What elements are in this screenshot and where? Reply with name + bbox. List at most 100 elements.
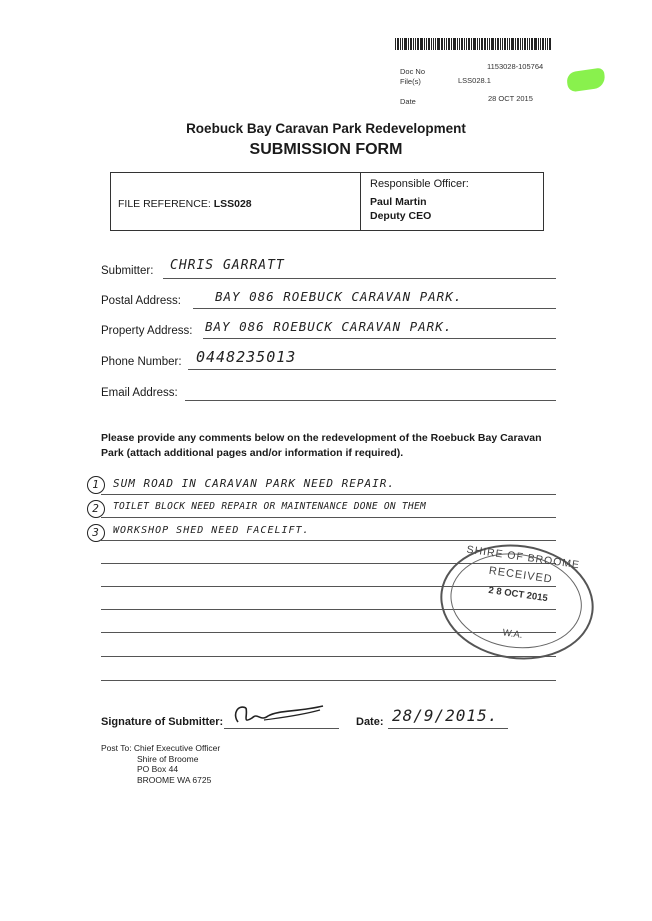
barcode-bar (497, 38, 499, 50)
file-ref-value: LSS028 (213, 198, 252, 210)
barcode-bar (466, 38, 467, 50)
barcode-bar (417, 38, 419, 50)
officer-label: Responsible Officer: (370, 178, 469, 190)
barcode-bar (495, 38, 496, 50)
comment-line (101, 586, 556, 587)
date-field-label: Date: (356, 716, 384, 728)
file-ref-label: FILE REFERENCE: (118, 198, 211, 210)
barcode-bar (481, 38, 483, 50)
files-value: LSS028.1 (458, 76, 491, 85)
barcode-bar (531, 38, 533, 50)
barcode-bar (395, 38, 396, 50)
barcode-bar (431, 38, 432, 50)
signature-label: Signature of Submitter: (101, 716, 224, 728)
barcode-bar (540, 38, 541, 50)
barcode-bar (500, 38, 501, 50)
comment-line (101, 494, 556, 495)
postal-line (193, 308, 556, 309)
barcode-bar (509, 38, 510, 50)
barcode-bar (413, 38, 414, 50)
property-line (203, 338, 556, 339)
reference-box (110, 172, 544, 231)
date-field-value: 28/9/2015. (392, 706, 499, 725)
comment-line (101, 656, 556, 657)
barcode-bar (534, 38, 537, 50)
postal-label: Postal Address: (101, 295, 181, 307)
post-to-line: PO Box 44 (137, 764, 179, 774)
signature-scribble (234, 705, 324, 723)
barcode-bar (479, 38, 480, 50)
phone-label: Phone Number: (101, 356, 182, 368)
phone-value: 0448235013 (196, 348, 297, 366)
comment-line (101, 680, 556, 681)
comment-number: 1 (87, 476, 105, 494)
barcode-bar (459, 38, 460, 50)
barcode-bar (420, 38, 423, 50)
comment-line (101, 540, 556, 541)
property-value: BAY 086 ROEBUCK CARAVAN PARK. (205, 319, 453, 334)
email-line (185, 400, 556, 401)
barcode-bar (477, 38, 478, 50)
barcode-bar (415, 38, 416, 50)
barcode-bar (433, 38, 434, 50)
email-label: Email Address: (101, 387, 178, 399)
barcode-bar (507, 38, 508, 50)
barcode-bar (511, 38, 514, 50)
barcode-bar (402, 38, 403, 50)
barcode-bar (520, 38, 521, 50)
comment-line (101, 517, 556, 518)
comment-text: WORKSHOP SHED NEED FACELIFT. (113, 525, 310, 536)
received-stamp: SHIRE OF BROOME RECEIVED 2 8 OCT 2015 W.… (432, 534, 602, 670)
comment-number: 2 (87, 500, 105, 518)
instructions: Please provide any comments below on the… (101, 432, 542, 459)
comment-text: TOILET BLOCK NEED REPAIR OR MAINTENANCE … (113, 501, 427, 512)
post-to: Post To: Chief Executive Officer Shire o… (101, 743, 220, 785)
barcode-bar (471, 38, 472, 50)
barcode-bar (457, 38, 458, 50)
barcode-bar (428, 38, 430, 50)
barcode-bar (444, 38, 445, 50)
highlighter-mark (565, 67, 607, 93)
barcode-bar (522, 38, 523, 50)
barcode-bar (424, 38, 425, 50)
barcode-bar (484, 38, 486, 50)
files-label: File(s) (400, 77, 421, 86)
barcode-bar (461, 38, 463, 50)
date-field-line (388, 728, 508, 729)
barcode-bar (448, 38, 450, 50)
barcode-bar (517, 38, 519, 50)
signature-line (224, 728, 339, 729)
barcode-bar (464, 38, 465, 50)
doc-no-label: Doc No (400, 67, 426, 76)
submitter-line (163, 278, 556, 279)
comment-text: SUM ROAD IN CARAVAN PARK NEED REPAIR. (113, 477, 396, 490)
barcode-bar (446, 38, 447, 50)
barcode-bar (435, 38, 436, 50)
barcode-bar (549, 38, 551, 50)
date-value: 28 OCT 2015 (488, 94, 533, 103)
barcode-bar (527, 38, 528, 50)
barcode-bar (426, 38, 427, 50)
property-label: Property Address: (101, 325, 193, 337)
comment-line (101, 609, 556, 610)
barcode-bar (408, 38, 409, 50)
barcode-bar (547, 38, 548, 50)
barcode-bar (504, 38, 506, 50)
postal-value: BAY 086 ROEBUCK CARAVAN PARK. (215, 289, 463, 304)
barcode-bar (468, 38, 470, 50)
barcode-bar (538, 38, 539, 50)
barcode-bar (404, 38, 407, 50)
barcode-bar (397, 38, 399, 50)
officer-title: Deputy CEO (370, 210, 432, 222)
barcode-bar (400, 38, 401, 50)
barcode-bar (437, 38, 440, 50)
barcode-bar (542, 38, 544, 50)
reference-box-divider (360, 172, 361, 230)
barcode-bar (502, 38, 503, 50)
barcode-bar (515, 38, 516, 50)
barcode-bar (441, 38, 443, 50)
barcode-bar (545, 38, 546, 50)
officer-name: Paul Martin (370, 196, 427, 208)
barcode-bar (529, 38, 530, 50)
submitter-label: Submitter: (101, 265, 154, 277)
